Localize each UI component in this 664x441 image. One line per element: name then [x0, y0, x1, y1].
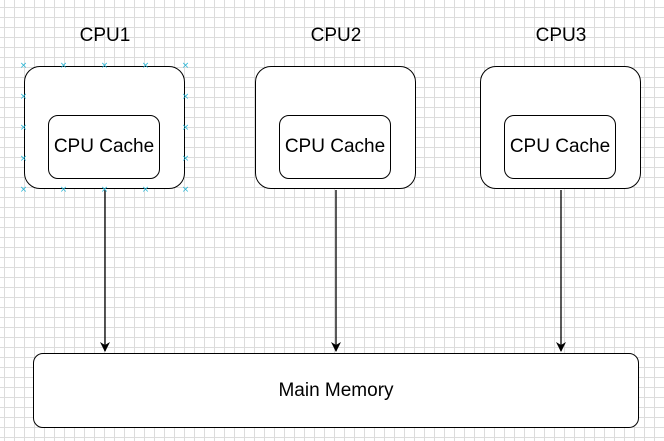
selection-handle-icon[interactable]: × — [181, 185, 190, 195]
cpu3-node[interactable]: CPU Cache — [480, 66, 641, 189]
cpu1-label[interactable]: CPU1 — [79, 25, 131, 46]
main-memory-node[interactable]: Main Memory — [33, 353, 639, 428]
selection-handle-icon[interactable]: × — [181, 123, 190, 133]
selection-handle-icon[interactable]: × — [59, 185, 68, 195]
cpu2-label[interactable]: CPU2 — [310, 25, 362, 46]
selection-handle-icon[interactable]: × — [19, 61, 28, 71]
cpu2-node[interactable]: CPU Cache — [255, 66, 416, 189]
selection-handle-icon[interactable]: × — [181, 154, 190, 164]
selection-handle-icon[interactable]: × — [19, 123, 28, 133]
selection-handle-icon[interactable]: × — [19, 92, 28, 102]
selection-handle-icon[interactable]: × — [181, 61, 190, 71]
selection-handle-icon[interactable]: × — [141, 185, 150, 195]
selection-handle-icon[interactable]: × — [59, 61, 68, 71]
selection-handle-icon[interactable]: × — [100, 61, 109, 71]
selection-handle-icon[interactable]: × — [181, 92, 190, 102]
cpu2-cache-node[interactable]: CPU Cache — [279, 115, 391, 179]
selection-handle-icon[interactable]: × — [19, 185, 28, 195]
selection-handle-icon[interactable]: × — [19, 154, 28, 164]
cpu3-cache-node[interactable]: CPU Cache — [504, 115, 616, 179]
cpu3-label[interactable]: CPU3 — [535, 25, 587, 46]
selection-handle-icon[interactable]: × — [141, 61, 150, 71]
selection-handle-icon[interactable]: × — [100, 185, 109, 195]
cpu1-node[interactable]: CPU Cache — [24, 66, 185, 189]
cpu1-cache-node[interactable]: CPU Cache — [48, 115, 160, 179]
